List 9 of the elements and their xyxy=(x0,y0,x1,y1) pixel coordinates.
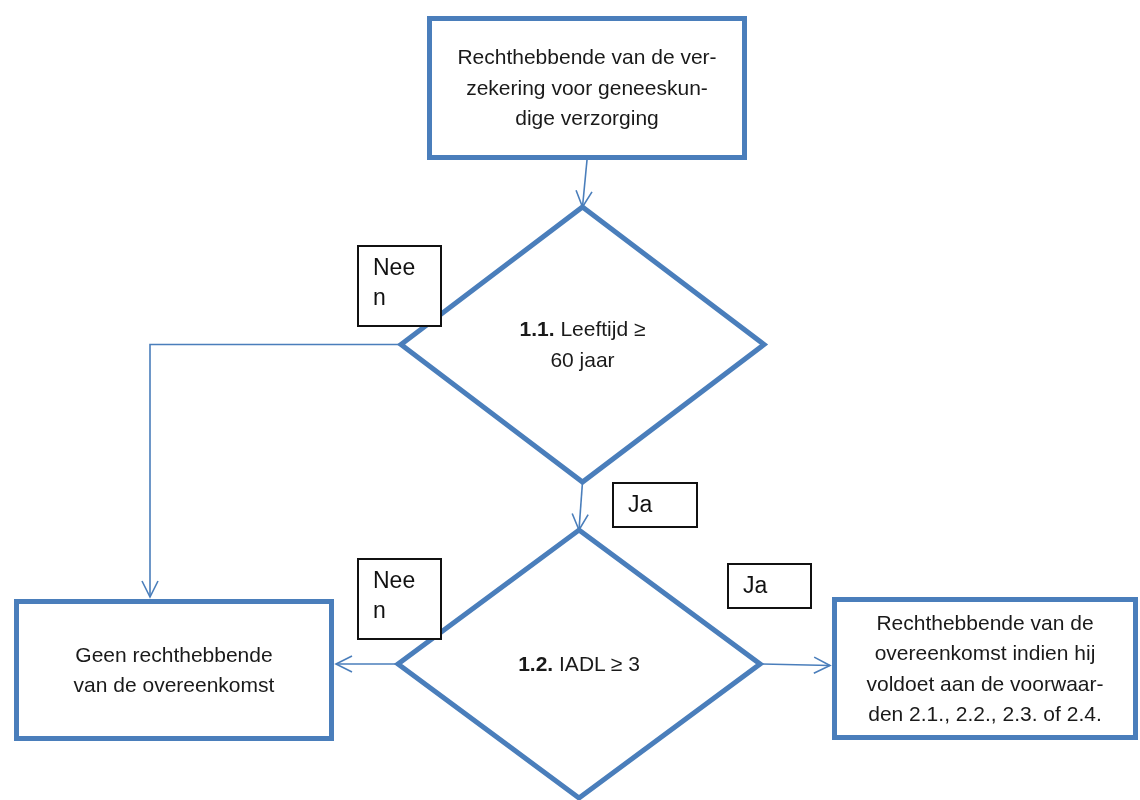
process-box xyxy=(427,16,747,160)
box-text: Rechthebbende van de ver- zekering voor geneeskun- dige verzorging xyxy=(457,44,717,132)
box-text: Geen rechthebbende van de overeenkomst xyxy=(72,641,276,698)
process-box xyxy=(832,597,1138,740)
arrow xyxy=(575,159,593,208)
arrow xyxy=(571,481,589,531)
process-box xyxy=(14,599,334,741)
edge-label: Ja xyxy=(612,482,698,528)
box-text: Rechthebbende van de overeenkomst indien hij voldoet aan de voorwaar- den 2.1., 2.2., 2.3. of 2.4. xyxy=(865,609,1105,727)
